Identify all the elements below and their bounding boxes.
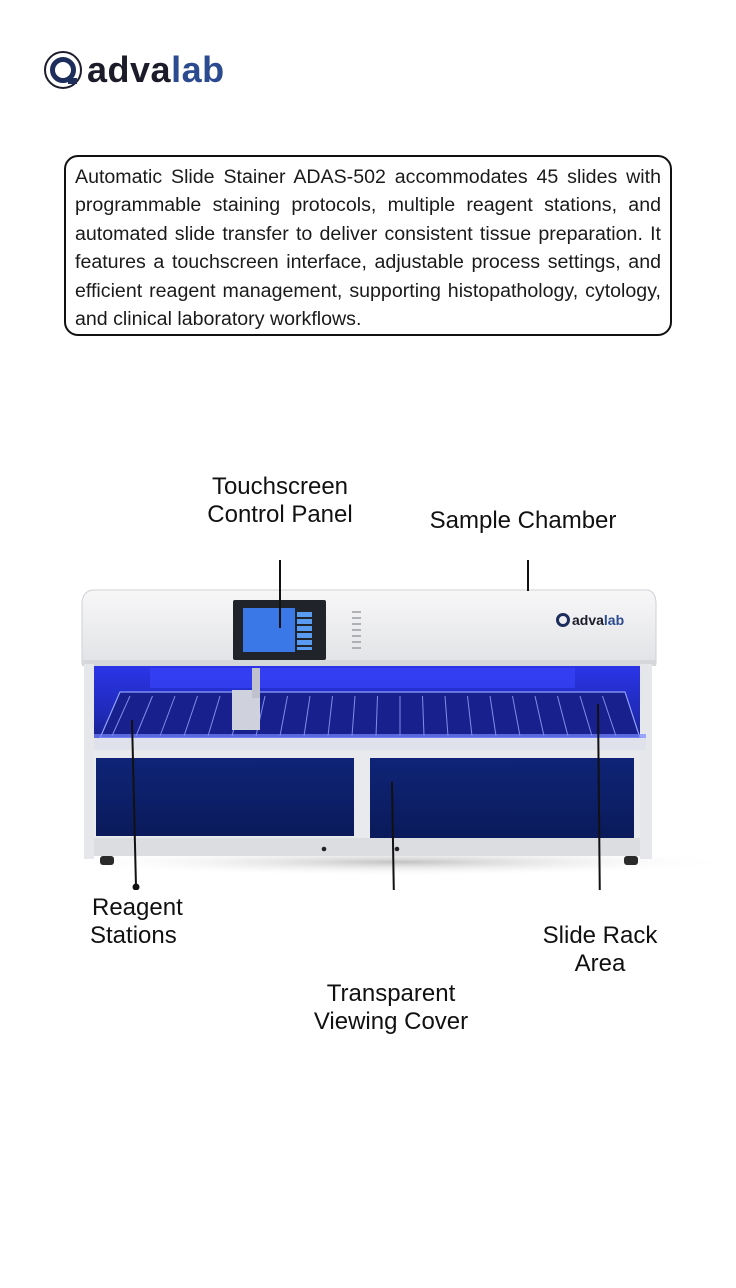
brand-logo: advalab [44,48,225,92]
brand-name-part1: adva [87,49,172,90]
callout-slide-rack-line2: Area [574,950,626,977]
machine-at-sign-icon [556,613,570,627]
callout-sample-chamber: Sample Chamber [410,507,636,535]
cabinet-panel-left [96,758,354,836]
touchscreen-buttons [297,612,312,650]
brand-wordmark: advalab [87,52,225,88]
callout-cover: Transparent Viewing Cover [296,980,486,1036]
callout-reagent: Reagent Stations [80,894,200,950]
base-screw-2 [394,846,400,852]
callout-slide-rack: Slide Rack Area [525,922,675,978]
callout-touchscreen-line1: Touchscreen [211,473,349,500]
rack-divider [351,695,356,737]
callout-slide-rack-line1: Slide Rack [542,922,658,949]
chamber-back-light [150,668,575,688]
rack-divider [579,695,593,737]
rack-divider [207,695,221,737]
product-description: Automatic Slide Stainer ADAS-502 accommo… [64,155,672,336]
callout-cover-line1: Transparent [326,980,456,1007]
at-sign-ring-icon [44,51,82,89]
cabinet-base [94,838,640,856]
tray-front-lip [94,738,646,750]
rack-divider [489,695,497,737]
rack-divider [135,695,153,737]
touchscreen-display [243,608,295,652]
transfer-arm-post [252,668,260,698]
callout-leaders [131,560,601,890]
rack-divider [303,695,311,737]
rack-divider [183,695,198,737]
brand-name-part2: lab [171,49,225,90]
callout-cover-line2: Viewing Cover [313,1008,469,1035]
callout-touchscreen: Touchscreen Control Panel [190,473,370,529]
frame-left [84,664,94,859]
rack-divider [557,695,569,737]
callout-reagent-line2: Stations [90,922,177,949]
machine-logo-part2: lab [603,612,625,628]
wheel-left [100,856,114,865]
rack-divider [534,695,545,737]
rack-divider [327,695,333,737]
rack-tray [99,691,641,739]
frame-right [640,664,652,859]
tray-front-lip-glow [94,734,646,738]
rack-divider [375,695,378,737]
callout-sample-chamber-line1: Sample Chamber [429,507,617,534]
machine-logo-part1: adva [572,612,604,628]
base-screw-1 [321,846,327,852]
rack-divider [279,695,288,737]
rack-divider [159,695,176,737]
slide-stainer-illustration [60,560,736,890]
callout-touchscreen-line2: Control Panel [207,501,353,528]
rack-divider [512,695,521,737]
wheel-right [624,856,638,865]
rack-divider [444,695,449,737]
rack-divider [422,695,425,737]
cabinet-panel-right [370,758,634,838]
machine-logo: advalab [556,612,624,628]
rack-divider [111,695,131,737]
rack-divider [467,695,473,737]
slide-rack-dividers [111,695,617,737]
callout-reagent-line1: Reagent [92,894,183,921]
top-housing-edge [82,660,656,666]
rack-divider [602,695,617,737]
indicator-ticks [352,611,361,649]
